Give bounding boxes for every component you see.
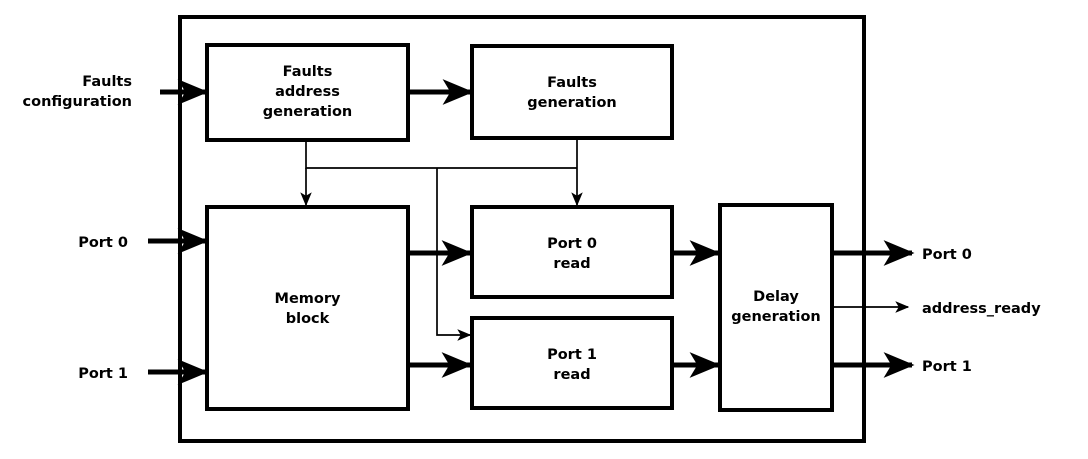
block-rect xyxy=(470,44,674,140)
block-faults-generation: Faults generation xyxy=(470,44,674,140)
wire-address-generation-bus xyxy=(305,141,577,169)
block-delay-generation: Delay generation xyxy=(718,203,834,412)
block-label-line: generation xyxy=(527,95,617,111)
input-label-port-1: Port 1 xyxy=(78,366,128,382)
input-label-line: Faults xyxy=(82,74,132,90)
output-label-port-1: Port 1 xyxy=(922,359,972,375)
block-rect xyxy=(470,316,674,410)
output-label-address-ready: address_ready xyxy=(922,301,1041,317)
block-rect xyxy=(205,43,410,142)
block-rect xyxy=(470,205,674,299)
block-label-line: Delay xyxy=(753,289,799,305)
block-faults-address-generation: Faults address generation xyxy=(205,43,410,142)
output-label-port-0: Port 0 xyxy=(922,247,972,263)
block-label-line: Faults xyxy=(283,64,333,80)
block-label-line: Memory xyxy=(275,291,341,307)
block-label-line: generation xyxy=(263,104,353,120)
block-label-line: Port 1 xyxy=(547,347,597,363)
block-rect xyxy=(205,205,410,411)
block-label-line: block xyxy=(286,311,330,327)
block-memory-block: Memory block xyxy=(205,205,410,411)
block-label-line: read xyxy=(553,367,590,383)
input-label-port-0: Port 0 xyxy=(78,235,128,251)
block-label-line: read xyxy=(553,256,590,272)
block-label-line: generation xyxy=(731,309,821,325)
block-label-line: Port 0 xyxy=(547,236,597,252)
block-label-line: address xyxy=(275,84,340,100)
block-rect xyxy=(718,203,834,412)
block-port-1-read: Port 1 read xyxy=(470,316,674,410)
block-port-0-read: Port 0 read xyxy=(470,205,674,299)
input-label-line: configuration xyxy=(23,94,132,110)
input-label-faults-configuration: Faults configuration xyxy=(23,74,132,110)
block-label-line: Faults xyxy=(547,75,597,91)
wire-address-generation-to-port-1-read xyxy=(436,168,472,341)
